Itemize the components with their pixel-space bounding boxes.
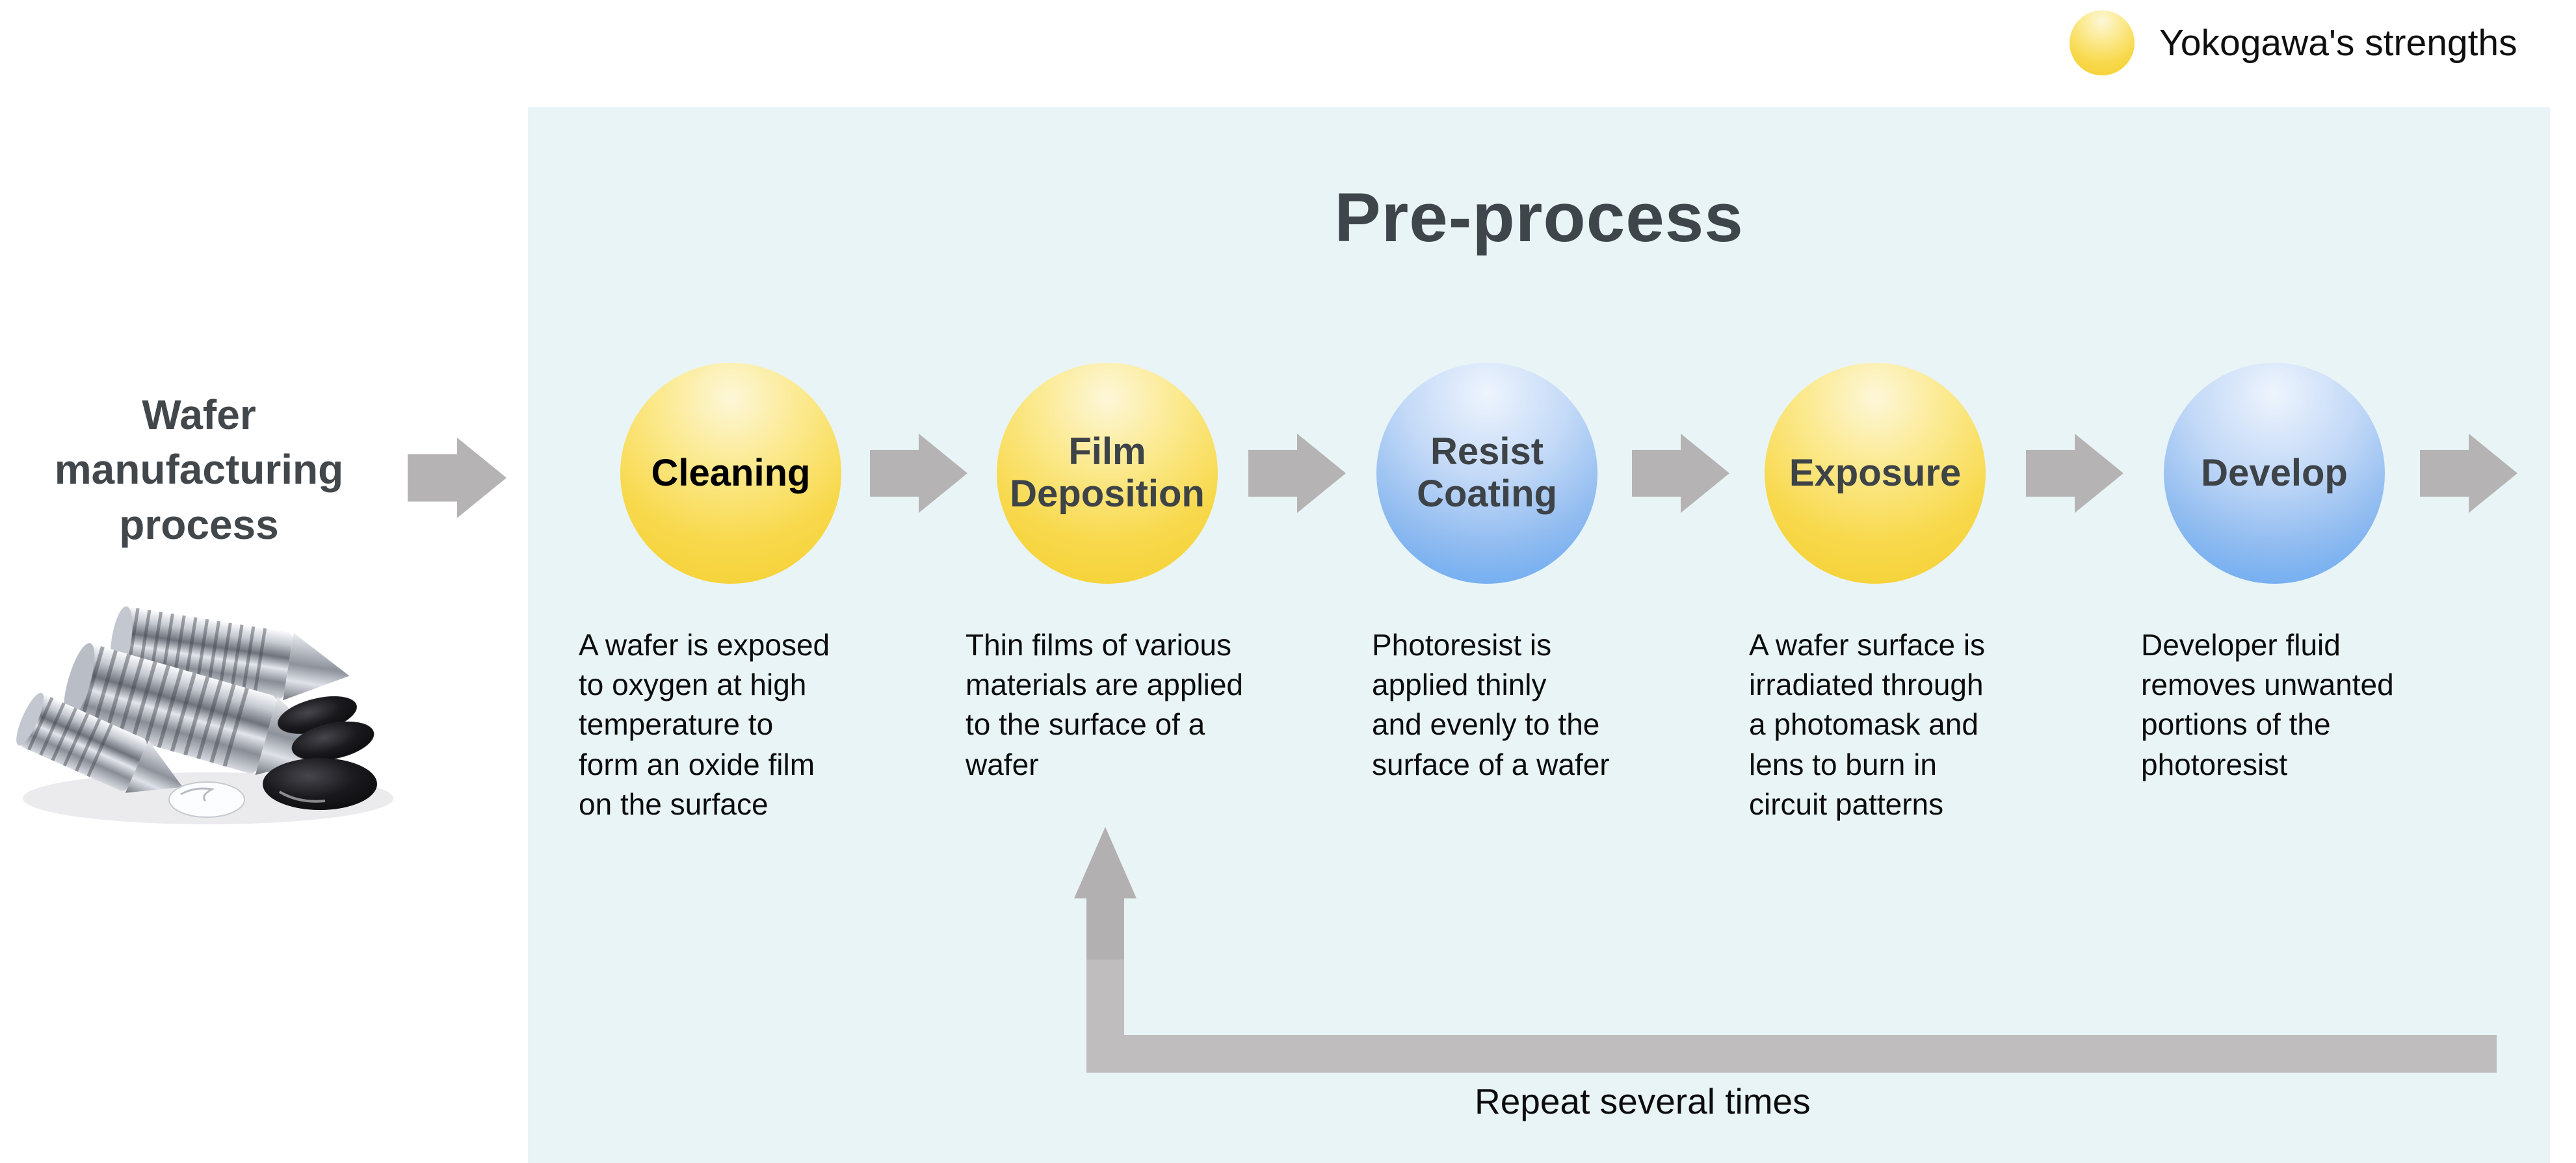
step-circle-resist-coating: Resist Coating (1376, 363, 1597, 584)
step-description-resist-coating: Photoresist is applied thinly and evenly… (1372, 628, 1610, 781)
step-circle-develop: Develop (2164, 363, 2385, 584)
repeat-label: Repeat several times (1475, 1081, 1811, 1121)
legend: Yokogawa's strengths (2070, 9, 2517, 77)
step-circle-cleaning: Cleaning (620, 363, 841, 584)
strength-indicator-icon (2070, 10, 2135, 75)
step-label-develop: Develop (2201, 451, 2348, 494)
flow-arrow-4 (2026, 434, 2123, 513)
step-label-cleaning: Cleaning (651, 451, 811, 494)
step-description-develop: Developer fluid removes unwanted portion… (2141, 628, 2394, 781)
wafer-manufacturing-label: Wafer manufacturing process (54, 391, 344, 548)
step-label-resist-coating: Resist Coating (1417, 430, 1557, 515)
flow-arrow-1 (870, 434, 967, 513)
flow-arrow-2 (1248, 434, 1346, 513)
step-description-cleaning: A wafer is exposed to oxygen at high tem… (579, 628, 830, 821)
step-circle-film-deposition: Film Deposition (997, 363, 1218, 584)
flow-arrow-source-to-cleaning (408, 437, 506, 519)
pre-process-panel (528, 107, 2550, 1163)
legend-label: Yokogawa's strengths (2159, 22, 2517, 64)
step-circle-exposure: Exposure (1765, 363, 1986, 584)
silicon-ingots-wafers-image (16, 606, 393, 824)
step-description-exposure: A wafer surface is irradiated through a … (1749, 628, 1986, 821)
pre-process-title: Pre-process (1334, 178, 1744, 256)
step-label-film-deposition: Film Deposition (1010, 430, 1205, 515)
repeat-loop-arrow (1073, 826, 2498, 1074)
step-label-exposure: Exposure (1789, 451, 1962, 494)
step-description-film-deposition: Thin films of various materials are appl… (966, 628, 1244, 781)
flow-arrow-3 (1632, 434, 1729, 513)
flow-arrow-to-next-process (2420, 434, 2517, 513)
